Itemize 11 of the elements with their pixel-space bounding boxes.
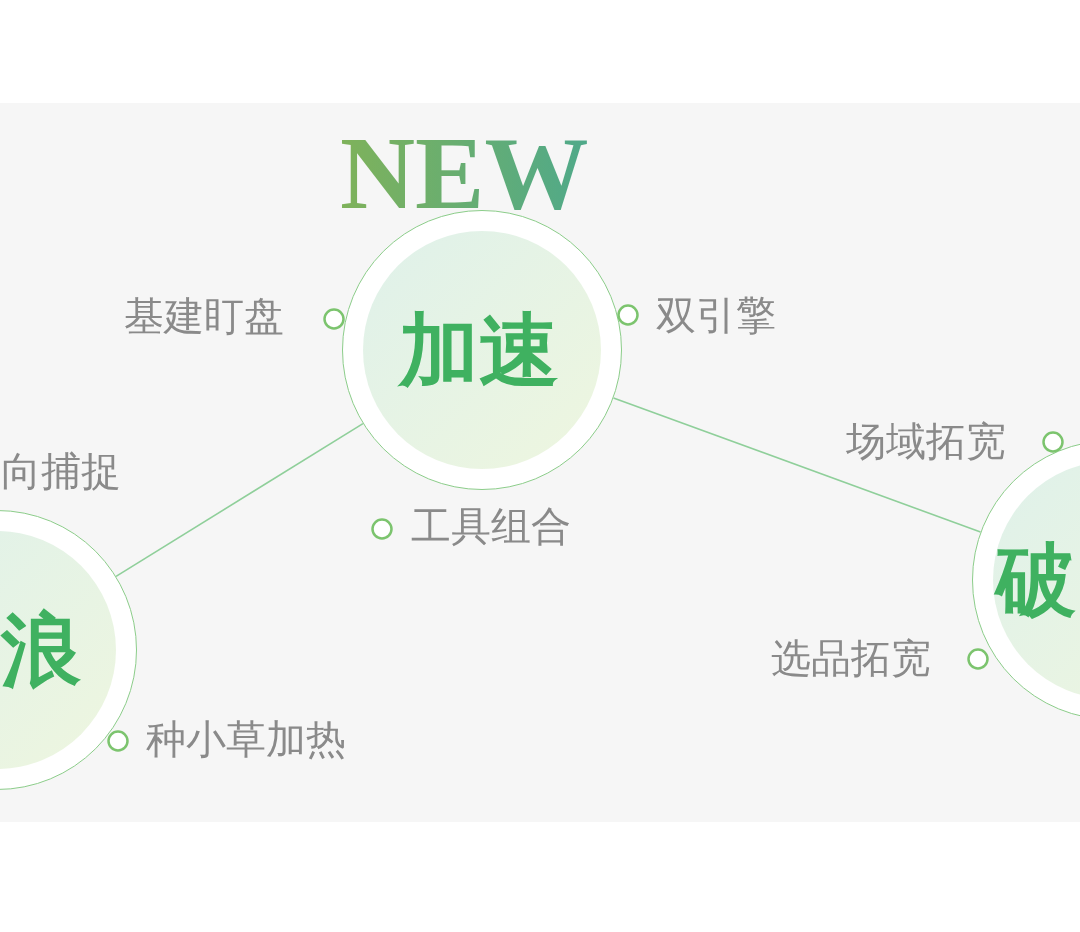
side-note: 基建盯盘 bbox=[124, 294, 284, 338]
side-note: 双引擎 bbox=[656, 293, 776, 337]
side-note: 选品拓宽 bbox=[771, 636, 931, 680]
connector-line bbox=[612, 397, 982, 533]
side-note: 向捕捉 bbox=[1, 449, 121, 493]
connector-line bbox=[115, 422, 364, 578]
node-title: 破 bbox=[996, 541, 1076, 621]
side-note: 工具组合 bbox=[411, 504, 571, 548]
side-note: 种小草加热 bbox=[146, 717, 346, 761]
node-title: 加速 bbox=[399, 311, 559, 391]
side-note: 场域拓宽 bbox=[846, 419, 1006, 463]
